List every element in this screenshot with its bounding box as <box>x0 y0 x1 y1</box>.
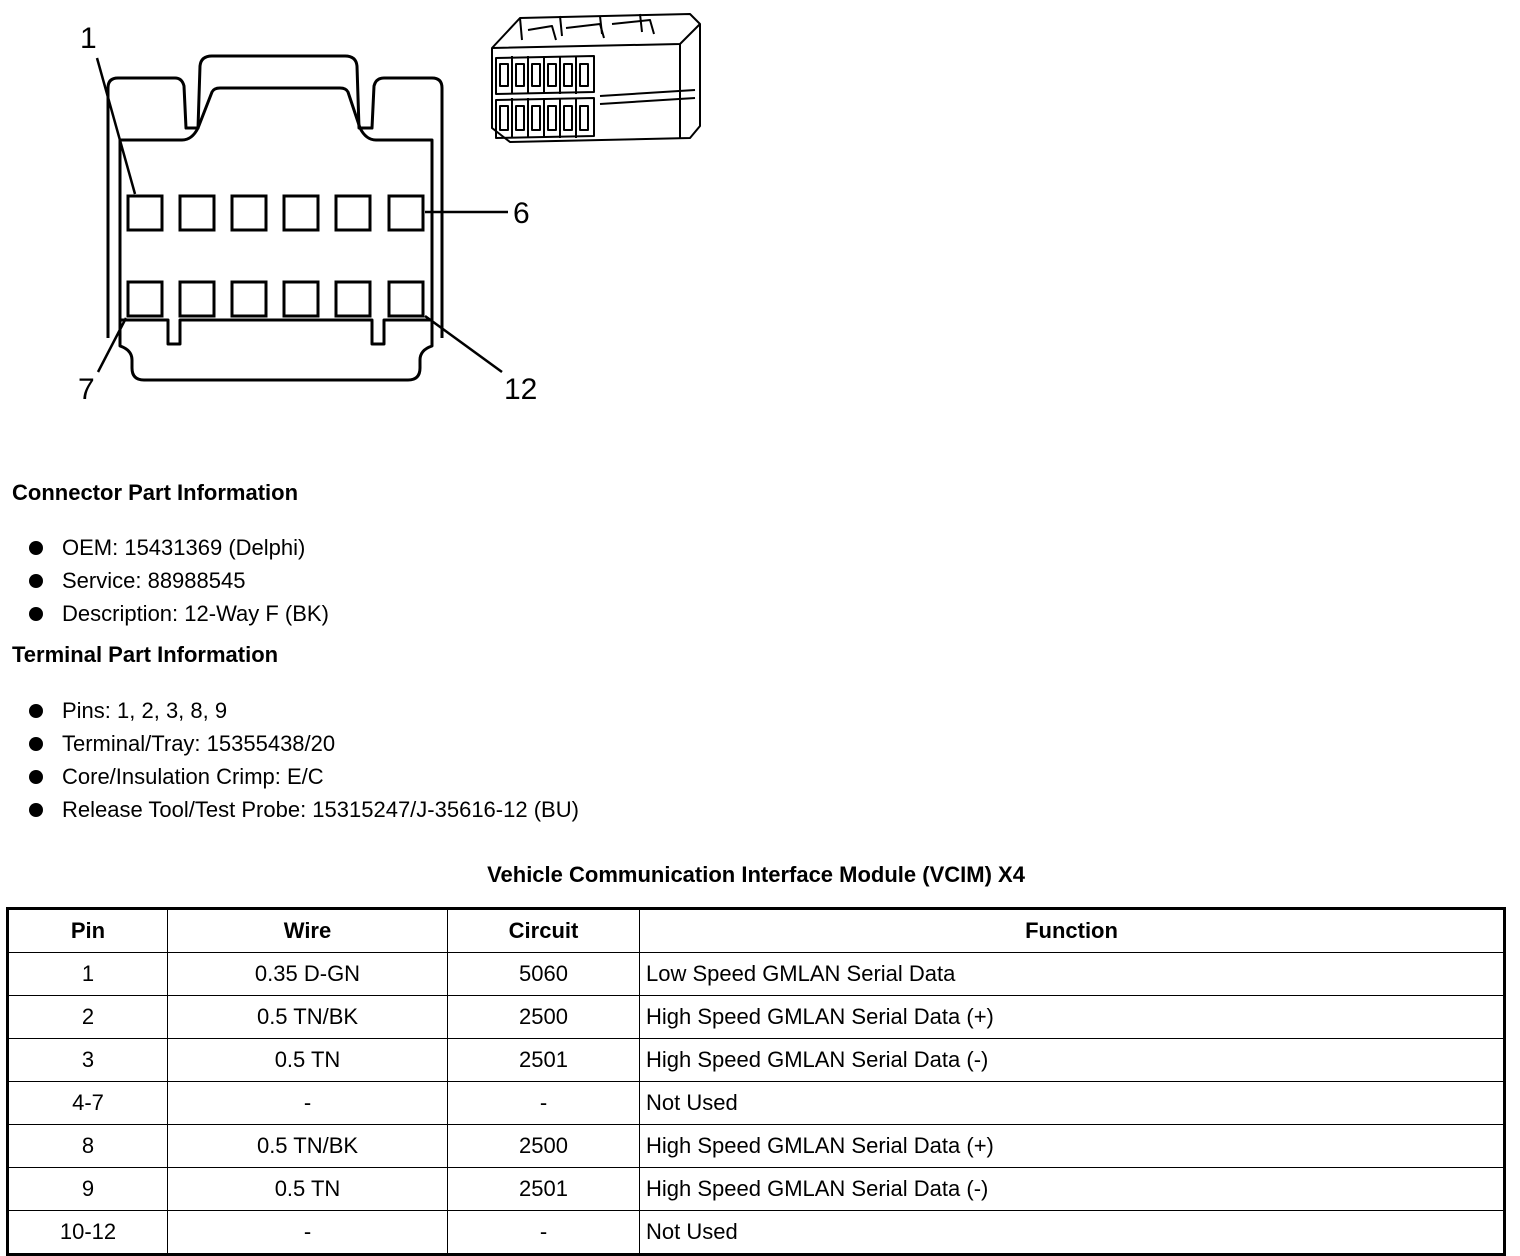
cell-circuit: 2501 <box>447 1167 640 1211</box>
column-header-pin: Pin <box>7 908 168 953</box>
cavity-9 <box>230 280 268 318</box>
cell-function: High Speed GMLAN Serial Data (+) <box>639 1124 1505 1168</box>
cell-wire: 0.5 TN <box>167 1167 448 1211</box>
connector-inner-outline <box>118 86 434 338</box>
list-item-text: Pins: 1, 2, 3, 8, 9 <box>62 698 228 723</box>
cell-pin: 3 <box>7 1038 168 1082</box>
table-row: 2 0.5 TN/BK 2500 High Speed GMLAN Serial… <box>7 995 1505 1039</box>
cell-pin: 10-12 <box>7 1210 168 1255</box>
cavity-6 <box>387 194 425 232</box>
bullet-icon <box>29 607 43 621</box>
list-item: Terminal/Tray: 15355438/20 <box>28 727 579 760</box>
cavity-5 <box>334 194 372 232</box>
list-item-text: Service: 88988545 <box>62 568 246 593</box>
cell-function: Not Used <box>639 1081 1505 1125</box>
bullet-icon <box>29 803 43 817</box>
connector-bottom-key <box>118 338 434 382</box>
pin-label-12: 12 <box>504 373 537 406</box>
list-item: Service: 88988545 <box>28 564 329 597</box>
cell-circuit: 2500 <box>447 1124 640 1168</box>
leader-lines <box>95 57 508 374</box>
table-row: 4-7 - - Not Used <box>7 1081 1505 1125</box>
list-item: OEM: 15431369 (Delphi) <box>28 531 329 564</box>
table-row: 1 0.35 D-GN 5060 Low Speed GMLAN Serial … <box>7 952 1505 996</box>
bullet-icon <box>29 737 43 751</box>
table-title: Vehicle Communication Interface Module (… <box>487 862 1025 887</box>
connector-housing-outline <box>106 54 444 338</box>
list-item: Core/Insulation Crimp: E/C <box>28 760 579 793</box>
list-item: Release Tool/Test Probe: 15315247/J-3561… <box>28 793 579 826</box>
cell-circuit: 5060 <box>447 952 640 996</box>
list-item-text: Description: 12-Way F (BK) <box>62 601 329 626</box>
cavity-12 <box>387 280 425 318</box>
cell-pin: 1 <box>7 952 168 996</box>
cavity-11 <box>334 280 372 318</box>
bullet-icon <box>29 704 43 718</box>
cell-function: High Speed GMLAN Serial Data (+) <box>639 995 1505 1039</box>
leader-line-12 <box>424 314 503 374</box>
cell-circuit: 2501 <box>447 1038 640 1082</box>
pinout-table: Pin Wire Circuit Function 1 0.35 D-GN 50… <box>6 907 1506 1256</box>
cavity-4 <box>282 194 320 232</box>
cell-wire: - <box>167 1210 448 1255</box>
cavity-8 <box>178 280 216 318</box>
cell-circuit: 2500 <box>447 995 640 1039</box>
column-header-wire: Wire <box>167 908 448 953</box>
connector-bottom-ledge <box>120 318 432 346</box>
cell-function: Low Speed GMLAN Serial Data <box>639 952 1505 996</box>
cavity-2 <box>178 194 216 232</box>
table-row: 8 0.5 TN/BK 2500 High Speed GMLAN Serial… <box>7 1124 1505 1168</box>
leader-line-7 <box>96 317 128 373</box>
cell-function: Not Used <box>639 1210 1505 1255</box>
list-item: Pins: 1, 2, 3, 8, 9 <box>28 694 579 727</box>
list-item: Description: 12-Way F (BK) <box>28 597 329 630</box>
table-row: 9 0.5 TN 2501 High Speed GMLAN Serial Da… <box>7 1167 1505 1211</box>
terminal-part-info-heading: Terminal Part Information <box>12 642 279 667</box>
pin-label-1: 1 <box>80 22 97 55</box>
list-item-text: Core/Insulation Crimp: E/C <box>62 764 324 789</box>
cell-pin: 4-7 <box>7 1081 168 1125</box>
cell-function: High Speed GMLAN Serial Data (-) <box>639 1167 1505 1211</box>
table-header-row: Pin Wire Circuit Function <box>7 908 1505 953</box>
column-header-function: Function <box>639 908 1505 953</box>
cell-pin: 9 <box>7 1167 168 1211</box>
bullet-icon <box>29 574 43 588</box>
table-row: 3 0.5 TN 2501 High Speed GMLAN Serial Da… <box>7 1038 1505 1082</box>
column-header-circuit: Circuit <box>447 908 640 953</box>
cell-circuit: - <box>447 1210 640 1255</box>
connector-diagram: 1 6 7 12 <box>78 13 701 406</box>
cavity-7 <box>126 280 164 318</box>
list-item-text: Terminal/Tray: 15355438/20 <box>62 731 336 756</box>
cell-wire: 0.5 TN <box>167 1038 448 1082</box>
connector-part-info-heading: Connector Part Information <box>12 480 299 505</box>
cavity-3 <box>230 194 268 232</box>
cell-wire: 0.35 D-GN <box>167 952 448 996</box>
list-item-text: OEM: 15431369 (Delphi) <box>62 535 306 560</box>
cell-circuit: - <box>447 1081 640 1125</box>
cavity-10 <box>282 280 320 318</box>
pin-label-7: 7 <box>78 373 95 406</box>
bullet-icon <box>29 541 43 555</box>
bullet-icon <box>29 770 43 784</box>
cell-pin: 8 <box>7 1124 168 1168</box>
cell-function: High Speed GMLAN Serial Data (-) <box>639 1038 1505 1082</box>
cavity-1 <box>126 194 164 232</box>
leader-line-1 <box>95 57 137 195</box>
cell-pin: 2 <box>7 995 168 1039</box>
cavity-group <box>126 194 425 318</box>
table-row: 10-12 - - Not Used <box>7 1210 1505 1255</box>
cell-wire: 0.5 TN/BK <box>167 995 448 1039</box>
cell-wire: 0.5 TN/BK <box>167 1124 448 1168</box>
pin-label-6: 6 <box>513 197 530 230</box>
list-item-text: Release Tool/Test Probe: 15315247/J-3561… <box>62 797 579 822</box>
terminal-part-info-list: Pins: 1, 2, 3, 8, 9 Terminal/Tray: 15355… <box>28 694 579 826</box>
connector-3d-illustration <box>491 13 701 143</box>
cell-wire: - <box>167 1081 448 1125</box>
connector-part-info-list: OEM: 15431369 (Delphi) Service: 88988545… <box>28 531 329 630</box>
